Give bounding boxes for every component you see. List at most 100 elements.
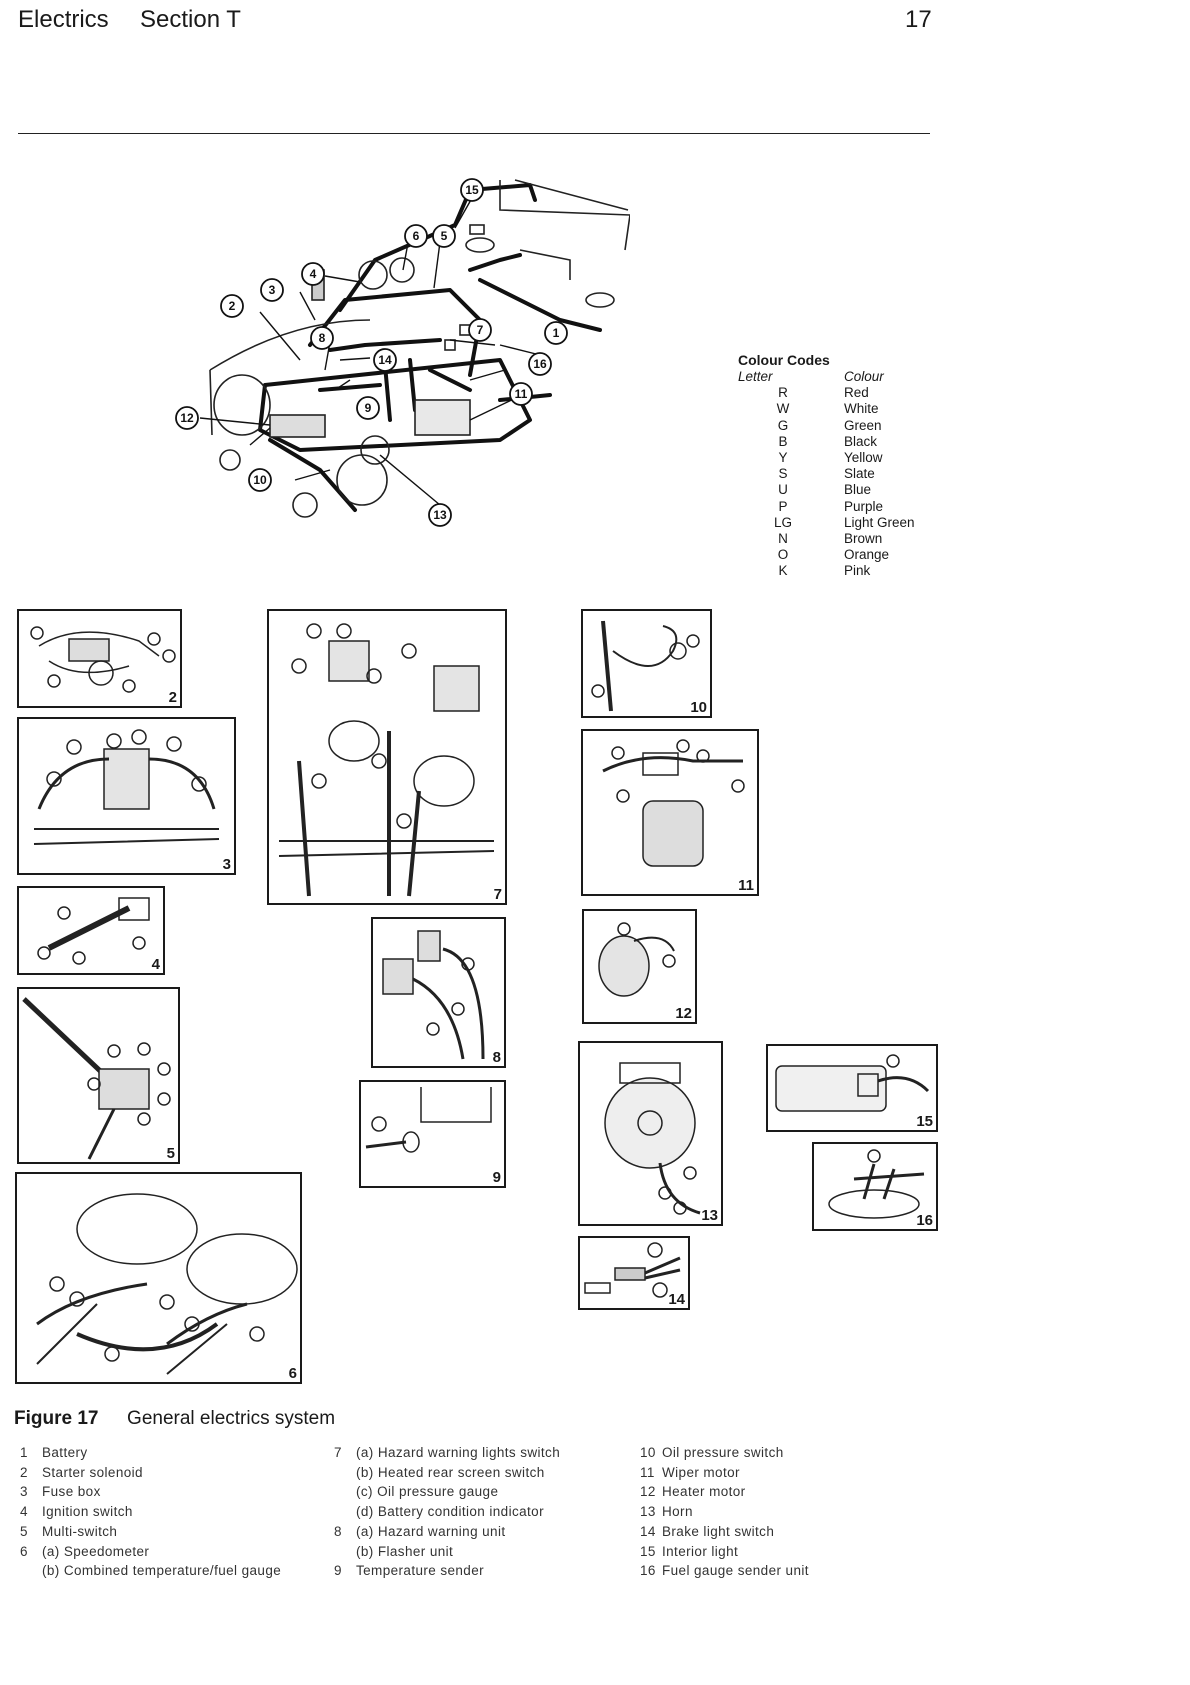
colour-letter: U: [778, 482, 788, 498]
panel-6-drawing: [36, 1193, 298, 1375]
colour-row: N Brown: [738, 531, 938, 547]
legend-item: (d) Battery condition indicator: [334, 1502, 560, 1522]
detail-panel-10: 10: [581, 609, 712, 718]
page-header-section: Section T: [140, 6, 241, 33]
panel-number: 8: [492, 1049, 501, 1066]
legend-number: 2: [20, 1464, 28, 1480]
legend-item: 8(a) Hazard warning unit: [334, 1522, 560, 1542]
legend-text: (c) Oil pressure gauge: [356, 1484, 499, 1500]
callout-16: 16: [533, 357, 547, 371]
panel-3-drawing: [33, 729, 220, 845]
legend-number: 10: [640, 1445, 656, 1460]
legend-item: 9 Temperature sender: [334, 1561, 560, 1581]
legend-number: 11: [640, 1464, 655, 1480]
detail-panel-16: 16: [812, 1142, 938, 1231]
callout-14: 14: [378, 353, 392, 367]
legend-number: 12: [640, 1484, 656, 1500]
callout-9: 9: [365, 401, 372, 415]
panel-4-drawing: [37, 897, 150, 965]
panel-number: 6: [288, 1365, 297, 1382]
legend-text: Interior light: [662, 1543, 739, 1559]
legend-item: 3 Fuse box: [20, 1482, 281, 1502]
detail-panel-7: 7: [267, 609, 507, 905]
main-wiring-diagram: 15 6 5 4 3 2 8 14 9 7 16 11 12 13 10 1: [175, 178, 630, 527]
colour-letter: B: [778, 433, 788, 449]
legend-number: 3: [20, 1484, 28, 1500]
legend-number: 7: [334, 1445, 342, 1460]
panel-number: 9: [492, 1169, 501, 1186]
colour-letter: LG: [773, 514, 792, 530]
figure-label: Figure 17: [14, 1408, 99, 1429]
legend-text: Brake light switch: [662, 1523, 775, 1539]
colour-letter: K: [778, 563, 788, 579]
legend-text: Temperature sender: [356, 1563, 485, 1579]
colour-name: Slate: [844, 466, 875, 482]
detail-panel-9: 9: [359, 1080, 506, 1188]
legend-text: (b) Flasher unit: [356, 1543, 454, 1559]
legend-number: 5: [20, 1523, 28, 1539]
panel-number: 2: [168, 689, 177, 706]
legend-item: 2 Starter solenoid: [20, 1463, 281, 1483]
callout-12: 12: [180, 411, 194, 425]
page-number: 17: [905, 6, 932, 33]
panel-14-drawing: [584, 1242, 681, 1298]
legend-number: 8: [334, 1523, 342, 1539]
legend-item: 4 Ignition switch: [20, 1502, 281, 1522]
legend-item: (b) Flasher unit: [334, 1542, 560, 1562]
letter-header: Letter: [738, 369, 773, 385]
page-header-title: Electrics: [18, 6, 109, 33]
figure-caption: Figure 17 General electrics system: [14, 1408, 335, 1430]
legend-text: Fuel gauge sender unit: [662, 1563, 809, 1579]
panel-number: 12: [675, 1005, 692, 1022]
detail-panel-15: 15: [766, 1044, 938, 1132]
callout-4: 4: [310, 267, 317, 281]
legend-text: Multi-switch: [42, 1523, 118, 1539]
colour-letter: Y: [778, 449, 788, 465]
panel-10-drawing: [591, 620, 700, 712]
panel-number: 14: [668, 1291, 685, 1308]
detail-panel-8: 8: [371, 917, 506, 1068]
callout-7: 7: [477, 323, 484, 337]
colour-letter: S: [778, 466, 788, 482]
legend-text: (b) Heated rear screen switch: [356, 1464, 545, 1480]
detail-panel-12: 12: [582, 909, 697, 1024]
legend-item: 5 Multi-switch: [20, 1522, 281, 1542]
header-rule: [18, 133, 930, 134]
panel-number: 11: [738, 877, 754, 894]
panel-8-drawing: [382, 930, 485, 1060]
detail-panel-4: 4: [17, 886, 165, 975]
panel-12-drawing: [598, 922, 676, 997]
detail-panel-13: 13: [578, 1041, 723, 1226]
legend-number: 9: [334, 1563, 342, 1579]
detail-panel-14: 14: [578, 1236, 690, 1310]
legend-number: 4: [20, 1504, 28, 1520]
legend-text: Ignition switch: [42, 1504, 133, 1520]
panel-number: 13: [701, 1207, 718, 1224]
panel-number: 5: [166, 1145, 175, 1162]
colour-codes-title: Colour Codes: [738, 352, 830, 368]
callout-11: 11: [515, 387, 528, 401]
legend-item: (b) Combined temperature/fuel gauge: [20, 1561, 281, 1581]
colour-letter: O: [777, 547, 789, 563]
colour-letter: N: [778, 530, 788, 546]
colour-name: Brown: [844, 530, 883, 546]
legend-text: Fuse box: [42, 1484, 101, 1500]
colour-name: Blue: [844, 482, 872, 498]
legend-column-2: 7(a) Hazard warning lights switch(b) Hea…: [334, 1443, 560, 1581]
legend-text: Starter solenoid: [42, 1464, 143, 1480]
colour-header: Colour: [844, 369, 884, 385]
colour-name: Purple: [844, 498, 884, 514]
callout-10: 10: [253, 473, 267, 487]
figure-title: General electrics system: [127, 1408, 336, 1429]
legend-number: 1: [20, 1445, 28, 1460]
